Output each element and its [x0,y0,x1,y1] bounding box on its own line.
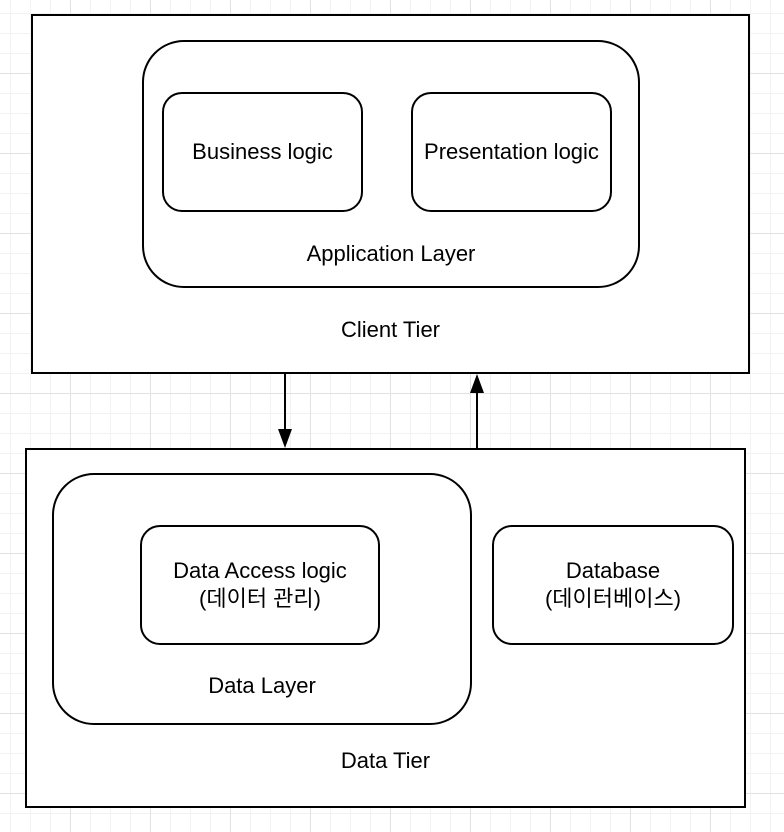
tier-connectors [278,374,484,448]
application-layer-label: Application Layer [306,241,476,266]
application-layer-box[interactable]: Business logic Presentation logic Applic… [142,40,640,288]
data-layer-label: Data Layer [208,673,316,698]
data-layer-box[interactable]: Data Access logic (데이터 관리) Data Layer [52,473,472,725]
arrow-down-icon [278,429,292,448]
arrow-down-connector[interactable] [278,374,292,448]
arrow-up-icon [470,374,484,393]
database-label-line2: (데이터베이스) [544,586,682,611]
data-access-logic-label-line2: (데이터 관리) [199,586,321,611]
presentation-logic-box[interactable]: Presentation logic [411,92,612,212]
data-tier-label: Data Tier [340,748,431,773]
database-label-line1: Database [565,558,661,583]
data-access-logic-box[interactable]: Data Access logic (데이터 관리) [140,525,380,645]
business-logic-label: Business logic [192,139,333,164]
arrow-up-connector[interactable] [470,374,484,448]
business-logic-box[interactable]: Business logic [162,92,363,212]
data-tier-box[interactable]: Data Access logic (데이터 관리) Data Layer Da… [25,448,746,808]
database-box[interactable]: Database (데이터베이스) [492,525,734,645]
client-tier-box[interactable]: Business logic Presentation logic Applic… [31,14,750,374]
presentation-logic-label: Presentation logic [424,139,599,164]
client-tier-label: Client Tier [340,317,441,342]
data-access-logic-label-line1: Data Access logic [173,558,347,583]
